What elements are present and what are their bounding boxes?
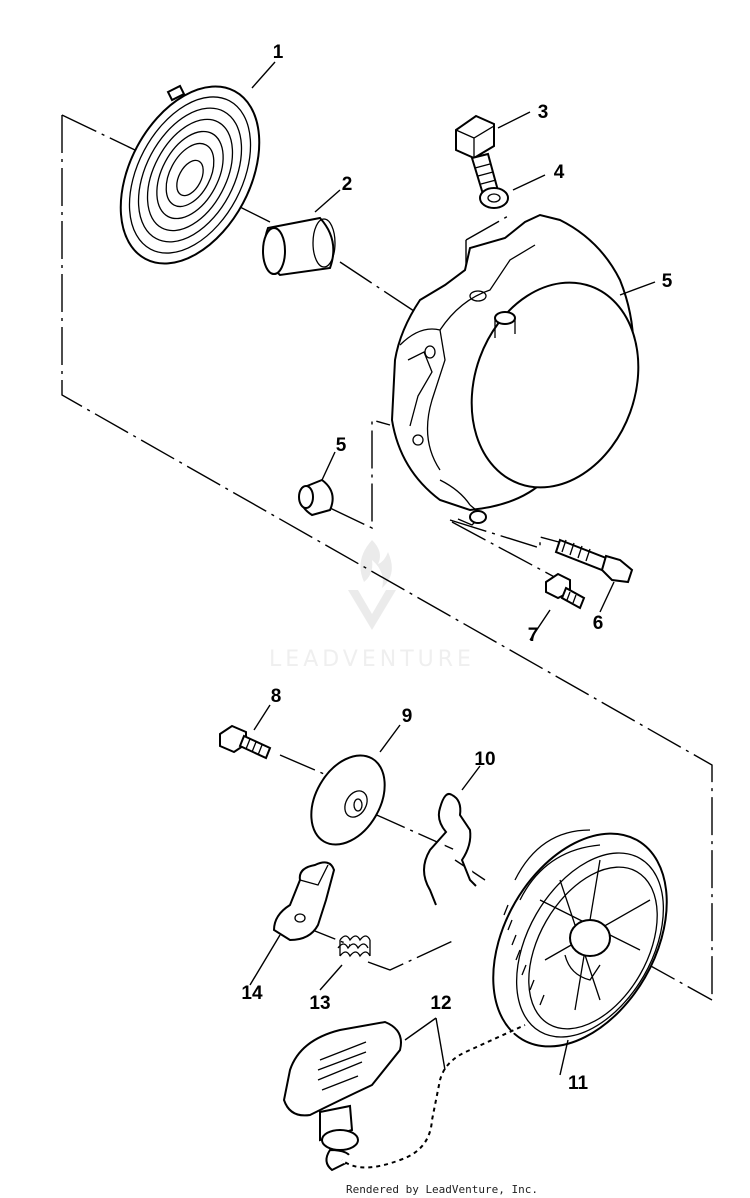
callout-5b: 5 <box>336 435 347 456</box>
part-washer <box>479 187 509 209</box>
part-short-bolt-7 <box>545 572 586 610</box>
callout-1: 1 <box>273 42 284 63</box>
callout-3: 3 <box>538 102 549 123</box>
part-pawl <box>272 861 336 942</box>
callout-7: 7 <box>528 625 539 646</box>
callout-8: 8 <box>271 686 282 707</box>
part-spring-clip <box>423 792 477 906</box>
watermark-text: LEADVENTURE <box>269 647 475 672</box>
callouts: 1 2 3 4 5 5 6 7 8 9 10 11 12 13 14 <box>241 42 672 1094</box>
callout-12: 12 <box>430 993 451 1014</box>
part-bolt-8 <box>219 724 272 760</box>
part-bushing <box>262 216 336 277</box>
part-pulley <box>492 829 668 1048</box>
watermark-logo <box>360 540 392 588</box>
part-starter-housing <box>390 213 640 526</box>
part-small-spring <box>337 935 371 958</box>
part-handle-rope <box>282 1020 526 1172</box>
leader-lines <box>249 61 656 1076</box>
part-friction-plate <box>310 754 386 846</box>
part-long-bolt-6 <box>554 538 634 584</box>
part-recoil-spring <box>119 84 261 265</box>
callout-14: 14 <box>241 983 263 1004</box>
callout-4: 4 <box>554 162 565 183</box>
callout-10: 10 <box>474 749 495 770</box>
part-small-bushing <box>298 478 334 517</box>
callout-2: 2 <box>342 174 353 195</box>
callout-11: 11 <box>568 1073 589 1094</box>
render-credit: Rendered by LeadVenture, Inc. <box>346 1183 538 1196</box>
callout-9: 9 <box>402 706 413 727</box>
callout-13: 13 <box>309 993 330 1014</box>
watermark-logo-chevron <box>348 590 396 630</box>
callout-6: 6 <box>593 613 604 634</box>
watermark: LEADVENTURE <box>269 540 475 672</box>
callout-5a: 5 <box>662 271 673 292</box>
